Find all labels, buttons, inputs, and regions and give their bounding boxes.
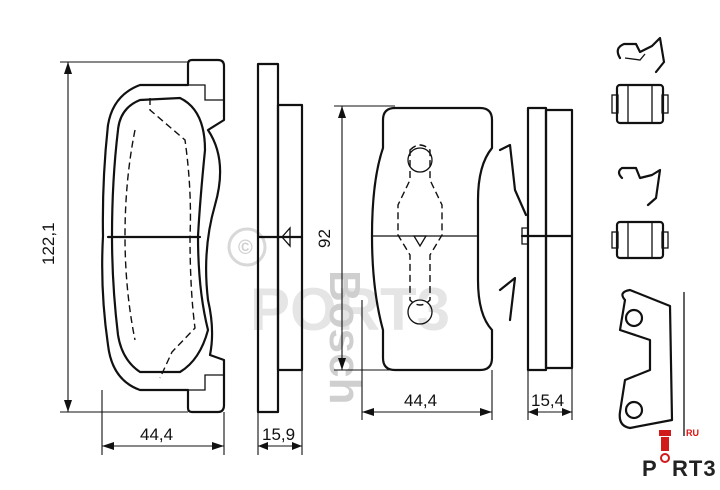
piston-icon	[659, 430, 671, 463]
watermark-site: PORT3	[250, 276, 450, 343]
dim-pad1-height-label: 122,1	[39, 222, 58, 265]
logo-text-rest: RT3	[672, 456, 717, 481]
dim-pad1-thickness-label: 15,9	[262, 425, 295, 444]
pad2-side-view	[498, 106, 574, 372]
guide-clip-top	[611, 83, 669, 125]
clip-spring-top	[616, 36, 666, 74]
dim-pad2-thickness: 15,4	[527, 368, 573, 420]
guide-clip-bottom	[611, 220, 669, 260]
dim-pad2-height-label: 92	[315, 229, 334, 248]
port3-logo: P RT3 RU	[642, 428, 717, 481]
dim-pad2-height: 92	[315, 105, 395, 371]
shim-plate	[618, 288, 685, 436]
svg-text:©: ©	[238, 237, 253, 259]
watermark-brand: Bosch	[320, 270, 369, 404]
logo-text-p: P	[642, 456, 658, 481]
dim-pad1-height: 122,1	[39, 61, 188, 413]
logo-text-sup: RU	[686, 428, 699, 438]
pad1-side-view	[256, 62, 304, 414]
watermark: © Bosch PORT3	[227, 227, 450, 404]
dim-pad1-thickness: 15,9	[257, 370, 303, 455]
dim-pad2-width: 44,4	[361, 300, 493, 420]
dim-pad2-width-label: 44,4	[404, 391, 437, 410]
dim-pad2-thickness-label: 15,4	[531, 391, 564, 410]
clip-spring-bottom	[617, 166, 662, 207]
dim-pad1-width: 44,4	[101, 390, 225, 455]
dim-pad1-width-label: 44,4	[140, 425, 173, 444]
pad1-front-view	[101, 58, 226, 414]
